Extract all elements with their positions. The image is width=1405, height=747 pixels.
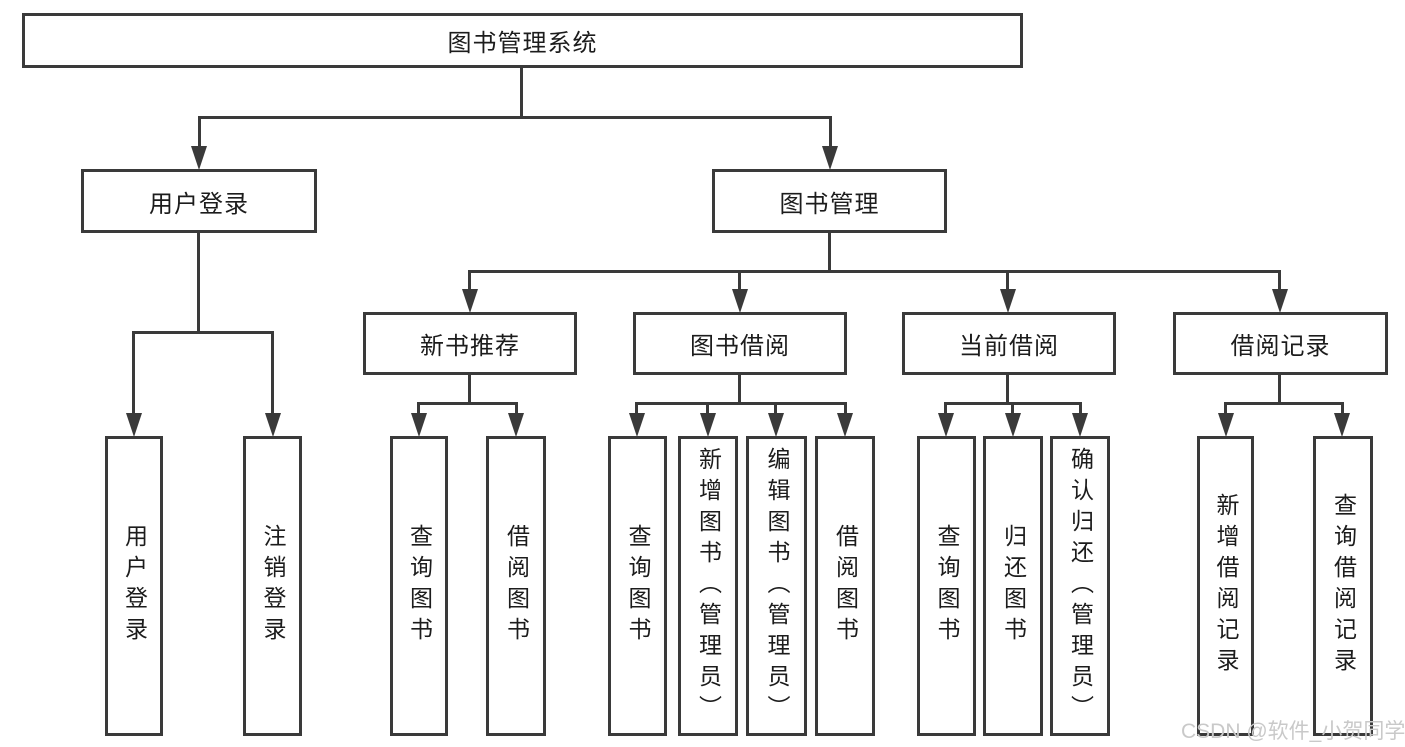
leaf-edit-books-admin-label: 编辑图书（管理员）: [764, 446, 790, 726]
book-management-label: 图书管理: [779, 190, 880, 218]
connector-arrowhead: [411, 413, 427, 437]
connector-line: [417, 402, 420, 420]
leaf-user-login-label: 用户登录: [121, 524, 148, 648]
connector-arrowhead: [1218, 413, 1234, 437]
connector-arrowhead: [732, 289, 748, 313]
leaf-borrow-books-box: 借阅图书: [815, 436, 875, 736]
leaf-current-query-books-box: 查询图书: [917, 436, 976, 736]
connector-line: [468, 270, 1281, 273]
connector-line: [271, 331, 274, 420]
new-book-recommend-label: 新书推荐: [420, 333, 520, 360]
new-book-recommend-box: 新书推荐: [363, 312, 577, 375]
connector-line: [829, 116, 832, 156]
leaf-newrec-borrow-books-label: 借阅图书: [503, 524, 530, 648]
connector-line: [1224, 402, 1344, 405]
connector-arrowhead: [265, 413, 281, 437]
connector-arrowhead: [1000, 289, 1016, 313]
connector-line: [1006, 375, 1009, 405]
connector-arrowhead: [1272, 289, 1288, 313]
leaf-edit-books-admin-box: 编辑图书（管理员）: [746, 436, 807, 736]
current-borrow-label: 当前借阅: [959, 333, 1059, 360]
leaf-add-borrow-record-label: 新增借阅记录: [1213, 493, 1239, 679]
connector-line: [738, 270, 741, 294]
book-borrow-box: 图书借阅: [633, 312, 847, 375]
leaf-add-books-admin-label: 新增图书（管理员）: [695, 446, 722, 726]
borrow-records-box: 借阅记录: [1173, 312, 1388, 375]
leaf-confirm-return-admin-label: 确认归还（管理员）: [1067, 446, 1094, 726]
connector-arrowhead: [1334, 413, 1350, 437]
connector-line: [132, 331, 135, 420]
borrow-records-label: 借阅记录: [1230, 333, 1331, 360]
connector-arrowhead: [700, 413, 716, 437]
connector-arrowhead: [1005, 413, 1021, 437]
leaf-return-books-label: 归还图书: [1000, 524, 1027, 648]
connector-line: [468, 375, 471, 405]
leaf-borrow-books-label: 借阅图书: [832, 524, 859, 648]
connector-line: [197, 233, 200, 334]
connector-line: [520, 68, 523, 117]
connector-line: [1224, 402, 1227, 420]
leaf-add-books-admin-box: 新增图书（管理员）: [678, 436, 738, 736]
leaf-newrec-query-books-box: 查询图书: [390, 436, 448, 736]
connector-line: [1278, 375, 1281, 405]
connector-line: [706, 402, 709, 420]
user-login-label: 用户登录: [149, 190, 249, 218]
csdn-watermark: CSDN @软件_小贺同学: [1181, 720, 1405, 743]
connector-line: [635, 402, 847, 405]
leaf-logout-label: 注销登录: [260, 524, 286, 648]
connector-line: [1079, 402, 1082, 420]
leaf-user-login-box: 用户登录: [105, 436, 163, 736]
connector-arrowhead: [837, 413, 853, 437]
current-borrow-box: 当前借阅: [902, 312, 1116, 375]
connector-line: [198, 116, 832, 119]
connector-line: [198, 116, 201, 156]
connector-line: [1278, 270, 1281, 294]
leaf-return-books-box: 归还图书: [983, 436, 1043, 736]
leaf-confirm-return-admin-box: 确认归还（管理员）: [1050, 436, 1110, 736]
leaf-query-borrow-record-label: 查询借阅记录: [1330, 493, 1357, 679]
root-label: 图书管理系统: [447, 30, 598, 57]
connector-line: [774, 402, 777, 420]
connector-line: [132, 331, 274, 334]
connector-line: [1011, 402, 1014, 420]
connector-arrowhead: [191, 146, 207, 170]
connector-arrowhead: [462, 289, 478, 313]
leaf-logout-box: 注销登录: [243, 436, 302, 736]
connector-line: [515, 402, 518, 420]
connector-line: [944, 402, 947, 420]
leaf-borrow-query-books-box: 查询图书: [608, 436, 667, 736]
leaf-add-borrow-record-box: 新增借阅记录: [1197, 436, 1254, 736]
root-box-library-management-system: 图书管理系统: [22, 13, 1023, 68]
leaf-query-borrow-record-box: 查询借阅记录: [1313, 436, 1373, 736]
connector-arrowhead: [508, 413, 524, 437]
leaf-borrow-query-books-label: 查询图书: [625, 524, 651, 648]
connector-arrowhead: [822, 146, 838, 170]
leaf-newrec-query-books-label: 查询图书: [406, 524, 433, 648]
connector-line: [468, 270, 471, 294]
connector-arrowhead: [938, 413, 954, 437]
user-login-box: 用户登录: [81, 169, 317, 233]
connector-line: [635, 402, 638, 420]
connector-line: [828, 233, 831, 272]
connector-line: [738, 375, 741, 405]
leaf-newrec-borrow-books-box: 借阅图书: [486, 436, 546, 736]
connector-arrowhead: [629, 413, 645, 437]
connector-arrowhead: [126, 413, 142, 437]
connector-line: [844, 402, 847, 420]
connector-line: [1006, 270, 1009, 294]
connector-line: [1341, 402, 1344, 420]
connector-arrowhead: [1072, 413, 1088, 437]
connector-line: [417, 402, 518, 405]
book-management-box: 图书管理: [712, 169, 947, 233]
leaf-current-query-books-label: 查询图书: [934, 524, 960, 648]
connector-arrowhead: [768, 413, 784, 437]
book-borrow-label: 图书借阅: [690, 333, 790, 360]
